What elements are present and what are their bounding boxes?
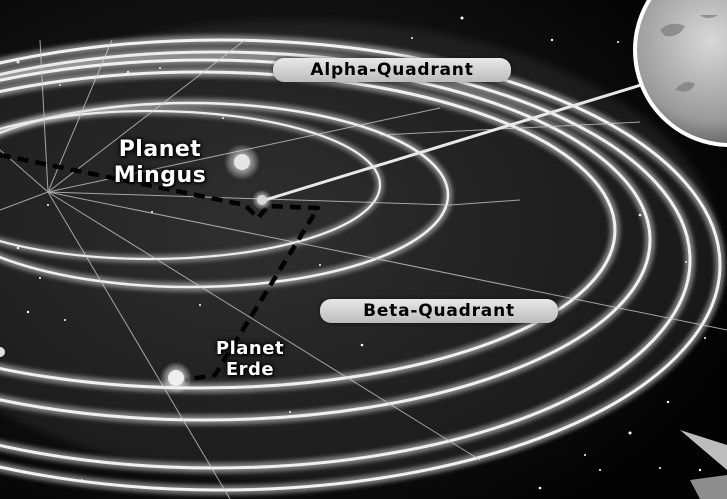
spaceship-icon [680,430,727,499]
planet-erde-label: Planet Erde [200,340,300,379]
beta-quadrant-label[interactable]: Beta-Quadrant [320,299,558,323]
planet-mingus-label-line2: Mingus [113,163,207,188]
planet-mingus-label-line1: Planet [118,137,202,162]
grid-spokes [0,39,727,499]
planet-erde-label-line2: Erde [225,359,275,380]
planet-erde[interactable] [160,362,192,394]
inset-connector-line [264,68,691,202]
edge-star [0,347,5,357]
alpha-quadrant-label[interactable]: Alpha-Quadrant [273,58,511,82]
planet-mingus[interactable] [224,144,272,210]
planet-mingus-label: Planet Mingus [98,139,222,187]
quadrant-rings [0,35,725,495]
planet-erde-label-line1: Planet [215,338,285,359]
travel-route-path [0,152,321,383]
planet-inset-view [633,0,727,147]
